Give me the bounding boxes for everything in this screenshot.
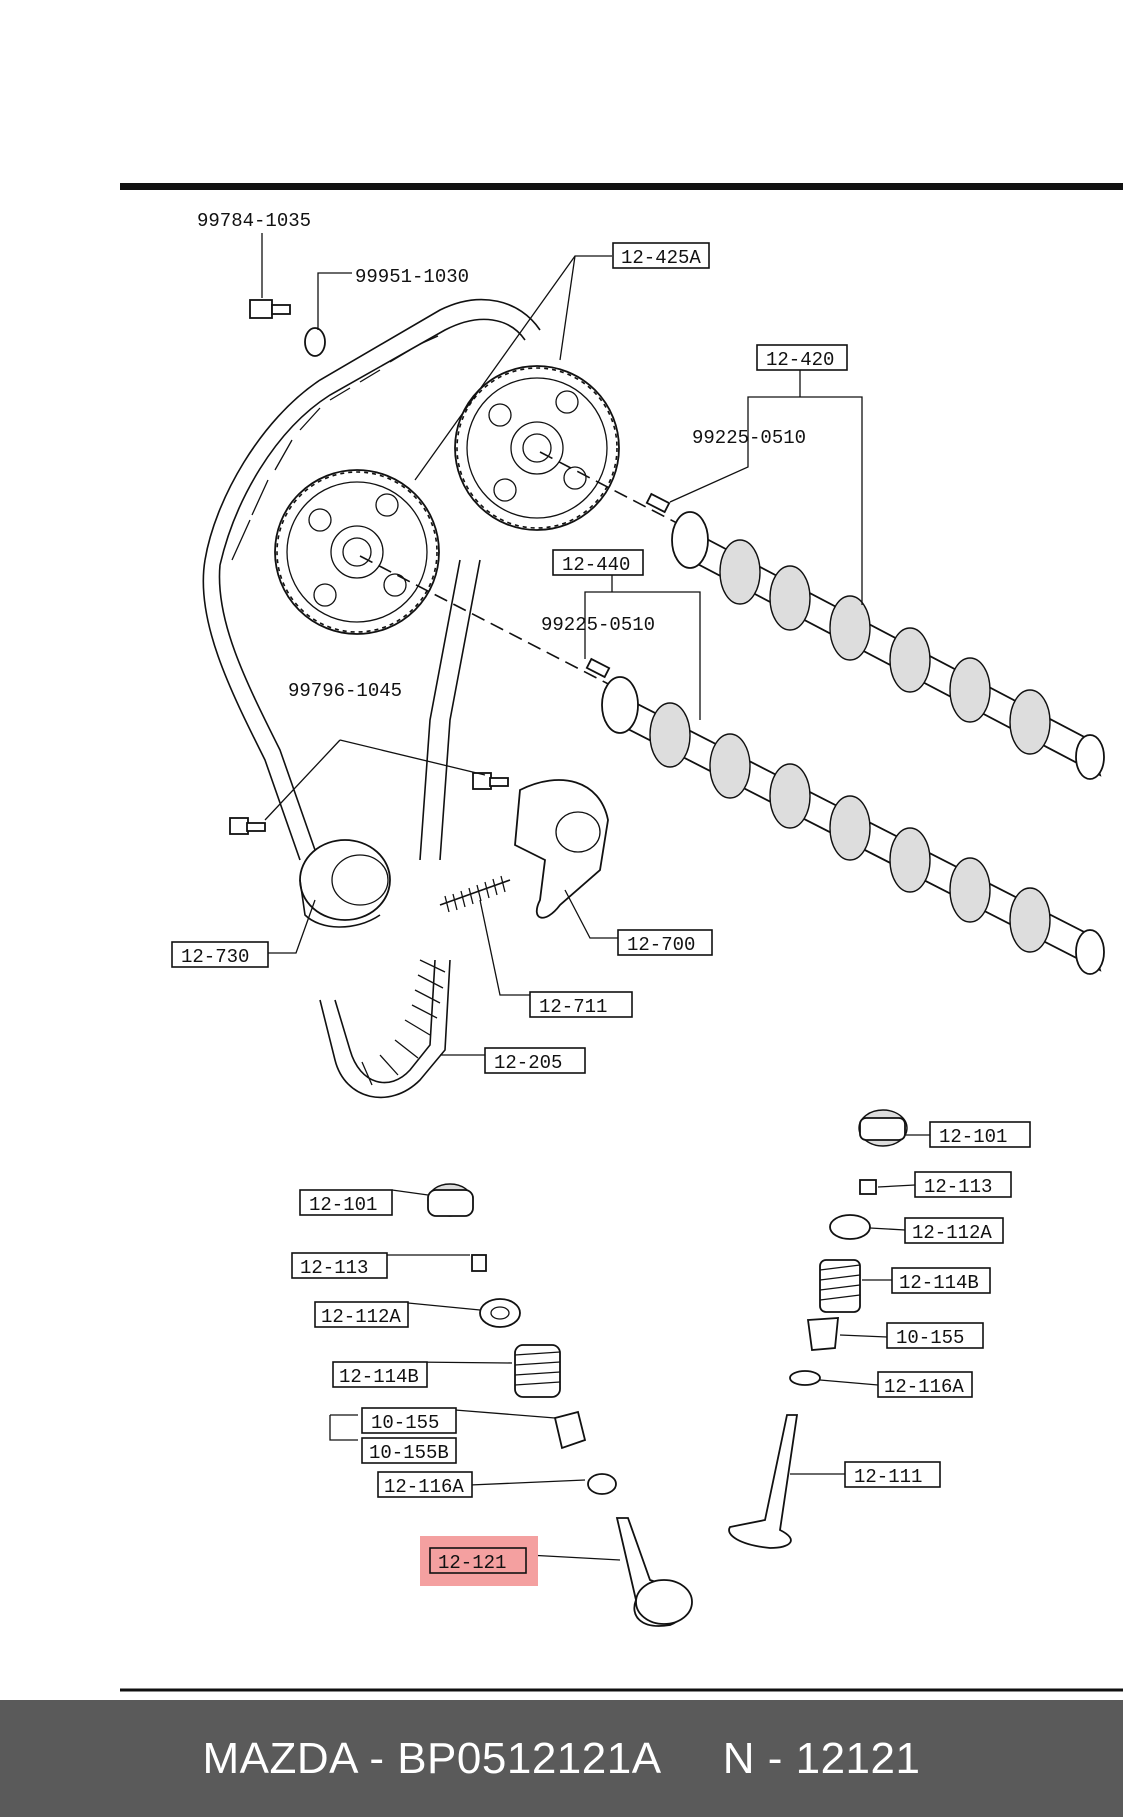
- bolt-99784: [249, 299, 291, 319]
- callout-box-12-113-l: [291, 1252, 388, 1279]
- washer-99951: [304, 327, 326, 357]
- footer-bar: MAZDA - BP0512121A N - 12121: [0, 1700, 1123, 1817]
- tensioner: [514, 779, 609, 919]
- upper-cam-axis: [539, 451, 701, 536]
- callout-box-12-700: [617, 929, 713, 956]
- lower-cam-axis: [359, 555, 621, 691]
- lower-belt: [319, 959, 451, 1099]
- callout-box-10-155-l: [361, 1407, 457, 1434]
- callout-box-12-112A-l: [314, 1301, 409, 1328]
- callout-12-114B-left: 12-114B: [339, 1366, 419, 1388]
- callout-box-12-112A-r: [904, 1217, 1004, 1244]
- callout-99951-1030: 99951-1030: [355, 266, 469, 288]
- callout-12-121: 12-121: [438, 1552, 506, 1574]
- valve-parts-right: [728, 1109, 908, 1549]
- callout-12-730: 12-730: [181, 946, 249, 968]
- callout-box-10-155B-l: [361, 1437, 457, 1464]
- callout-box-12-420: [756, 344, 848, 371]
- callout-box-12-116A-l: [377, 1471, 473, 1498]
- callout-box-12-101-l: [299, 1189, 393, 1216]
- callout-12-101-right: 12-101: [939, 1126, 1007, 1148]
- callout-12-112A-left: 12-112A: [321, 1306, 401, 1328]
- bolt-99796-a: [472, 772, 509, 790]
- callout-box-12-116A-r: [877, 1371, 973, 1398]
- callout-99796-1045: 99796-1045: [288, 680, 402, 702]
- callout-box-10-155-r: [886, 1322, 984, 1349]
- valve-parts-left: [427, 1183, 693, 1627]
- timing-belt-illustration: [202, 298, 541, 861]
- footer-part-number: MAZDA - BP0512121A N - 12121: [202, 1733, 921, 1783]
- callout-12-711: 12-711: [539, 996, 607, 1018]
- bolt-99796-b: [229, 817, 266, 835]
- callout-12-111: 12-111: [854, 1466, 922, 1488]
- callout-box-12-101-r: [929, 1121, 1031, 1148]
- callout-12-425A: 12-425A: [621, 247, 701, 269]
- callout-10-155B-left: 10-155B: [369, 1442, 449, 1464]
- callout-12-440: 12-440: [562, 554, 630, 576]
- idler-pulley: [299, 839, 391, 928]
- camshaft-exhaust: [601, 676, 1105, 975]
- callout-box-12-730: [171, 941, 269, 968]
- parts-diagram: 99784-1035 99951-1030 12-425A 12-420 992…: [120, 183, 1123, 1692]
- callout-12-113-right: 12-113: [924, 1176, 992, 1198]
- callout-12-116A-left: 12-116A: [384, 1476, 464, 1498]
- camshaft-intake: [671, 511, 1105, 780]
- callout-box-12-114B-l: [332, 1361, 428, 1388]
- callout-12-112A-right: 12-112A: [912, 1222, 992, 1244]
- callout-10-155-left: 10-155: [371, 1412, 439, 1434]
- callout-12-114B-right: 12-114B: [899, 1272, 979, 1294]
- callout-12-700: 12-700: [627, 934, 695, 956]
- leader-lines: [261, 233, 930, 1561]
- callout-12-116A-right: 12-116A: [884, 1376, 964, 1398]
- callout-box-12-111: [844, 1461, 941, 1488]
- callout-12-205: 12-205: [494, 1052, 562, 1074]
- camshaft-pulley-lower: [274, 469, 440, 635]
- dowel-pin-upper: [645, 492, 671, 514]
- callout-box-12-711: [529, 991, 633, 1018]
- callout-99784-1035: 99784-1035: [197, 210, 311, 232]
- callout-12-113-left: 12-113: [300, 1257, 368, 1279]
- callout-box-12-205: [484, 1047, 586, 1074]
- callout-box-12-113-r: [914, 1171, 1012, 1198]
- dowel-pin-lower: [585, 657, 611, 679]
- camshaft-pulley-upper: [454, 365, 620, 531]
- callout-box-12-114B-r: [891, 1267, 991, 1294]
- callout-12-101-left: 12-101: [309, 1194, 377, 1216]
- callout-10-155-right: 10-155: [896, 1327, 964, 1349]
- callout-99225-0510-b: 99225-0510: [541, 614, 655, 636]
- callout-box-12-425A: [612, 242, 710, 269]
- callout-99225-0510-a: 99225-0510: [692, 427, 806, 449]
- callout-box-12-440: [552, 549, 644, 576]
- callout-box-12-121: [429, 1547, 527, 1574]
- tensioner-spring: [439, 875, 511, 913]
- top-rule: [120, 183, 1123, 190]
- callout-12-420: 12-420: [766, 349, 834, 371]
- callout-highlight-12-121: [420, 1536, 538, 1586]
